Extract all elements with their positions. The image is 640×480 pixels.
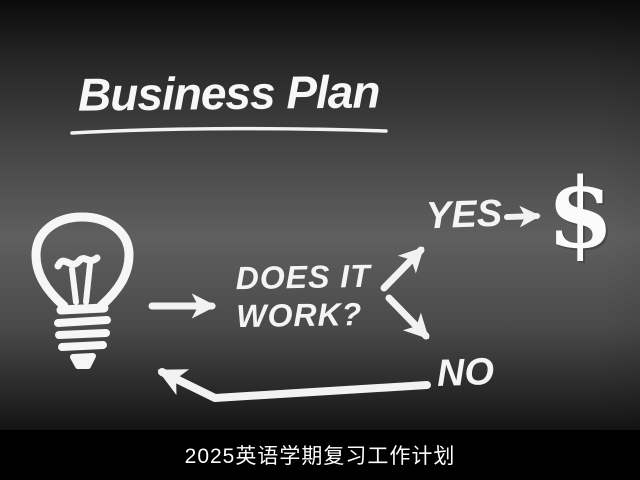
caption-text: 2025英语学期复习工作计划 bbox=[184, 445, 456, 468]
no-label: NO bbox=[436, 351, 495, 395]
arrow-question-to-no-icon bbox=[385, 294, 430, 340]
title-underline bbox=[70, 126, 388, 135]
question-line2: WORK? bbox=[236, 295, 363, 335]
question-line1: DOES IT bbox=[235, 257, 371, 297]
arrow-yes-to-money-icon bbox=[504, 205, 541, 228]
dollar-sign: $ bbox=[547, 157, 614, 270]
arrow-question-to-yes-icon bbox=[380, 246, 425, 292]
caption-band: 2025英语学期复习工作计划 bbox=[0, 430, 640, 480]
arrow-no-back-to-idea-icon bbox=[157, 368, 431, 402]
question-text: DOES IT WORK? bbox=[235, 257, 371, 335]
lightbulb-icon bbox=[31, 212, 134, 369]
flowchart-drawing bbox=[31, 126, 541, 402]
yes-label: YES bbox=[425, 192, 503, 238]
chalkboard-background: Business Plan bbox=[0, 0, 640, 430]
